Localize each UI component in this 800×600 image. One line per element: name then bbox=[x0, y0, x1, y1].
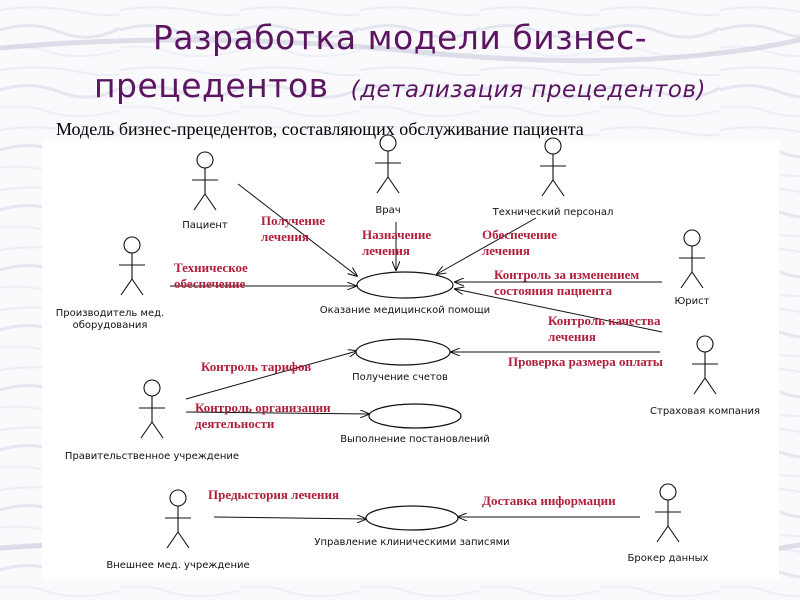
actor-doctor-icon bbox=[375, 134, 401, 194]
slide-title-sub: (детализация прецедентов) bbox=[350, 77, 707, 103]
relation-label-tech_staff-care: Обеспечение bbox=[482, 227, 557, 242]
use-case-care bbox=[356, 271, 454, 299]
relation-label-doctor-care: Назначение bbox=[362, 227, 431, 242]
relation-line-government-bills bbox=[185, 351, 357, 400]
relation-label-insurance-care: лечения bbox=[548, 329, 596, 344]
relation-label-government-bills: Контроль тарифов bbox=[201, 359, 311, 374]
relation-label-doctor-care: лечения bbox=[362, 243, 410, 258]
relation-label-broker-records: Доставка информации bbox=[482, 493, 616, 508]
actor-government-icon bbox=[139, 379, 165, 439]
relation-label-external-records: Предыстория лечения bbox=[208, 487, 339, 502]
actor-broker-icon bbox=[655, 483, 681, 543]
relation-line-government-orders bbox=[185, 412, 369, 414]
actor-patient-icon bbox=[192, 151, 218, 211]
actor-label-patient: Пациент bbox=[182, 220, 228, 231]
relation-label-manufacturer-care: Техническое bbox=[174, 260, 248, 275]
relation-label-patient-care: лечения bbox=[261, 229, 309, 244]
actor-tech_staff-icon bbox=[540, 137, 566, 197]
relation-line-external-records bbox=[213, 517, 366, 519]
relation-line-patient-care bbox=[237, 183, 357, 276]
use-case-records bbox=[365, 505, 459, 531]
actor-label-broker: Брокер данных bbox=[628, 553, 709, 564]
slide-title-line1: Разработка модели бизнес- bbox=[152, 18, 648, 57]
actor-label-insurance: Страховая компания bbox=[650, 406, 760, 417]
relation-label-patient-care: Получение bbox=[261, 213, 325, 228]
relation-line-insurance-care bbox=[455, 289, 663, 333]
actor-insurance-icon bbox=[692, 335, 718, 395]
slide-title-line2: прецедентов (детализация прецедентов) bbox=[0, 66, 800, 105]
diagram-caption: Модель бизнес-прецедентов, составляющих … bbox=[56, 119, 584, 139]
relation-label-manufacturer-care: обеспечение bbox=[174, 276, 246, 291]
actor-lawyer-icon bbox=[679, 229, 705, 289]
use-case-label-care: Оказание медицинской помощи bbox=[320, 305, 490, 316]
use-case-orders bbox=[368, 403, 462, 429]
relation-label-government-orders: Контроль организации bbox=[195, 400, 331, 415]
actor-external-icon bbox=[165, 489, 191, 549]
relation-label-tech_staff-care: лечения bbox=[482, 243, 530, 258]
use-case-bills bbox=[355, 338, 451, 366]
actor-label-government: Правительственное учреждение bbox=[65, 451, 239, 462]
actor-label-lawyer: Юрист bbox=[675, 296, 710, 307]
relation-label-lawyer-care: Контроль за изменением bbox=[494, 267, 639, 282]
relation-label-government-orders: деятельности bbox=[195, 416, 275, 431]
use-case-label-bills: Получение счетов bbox=[352, 372, 448, 383]
relation-line-tech_staff-care bbox=[437, 217, 537, 274]
actor-label-external: Внешнее мед. учреждение bbox=[106, 560, 249, 571]
use-case-label-orders: Выполнение постановлений bbox=[340, 434, 490, 445]
relation-label-insurance-bills: Проверка размера оплаты bbox=[508, 354, 663, 369]
relation-label-lawyer-care: состояния пациента bbox=[494, 283, 613, 298]
use-case-label-records: Управление клиническими записями bbox=[314, 537, 509, 548]
actor-label-manufacturer: Производитель мед. bbox=[56, 308, 164, 319]
slide-title-main: прецедентов bbox=[93, 66, 329, 105]
actor-manufacturer-icon bbox=[119, 236, 145, 296]
actor-label-tech_staff: Технический персонал bbox=[492, 207, 614, 218]
relation-label-insurance-care: Контроль качества bbox=[548, 313, 661, 328]
actor-label-manufacturer: оборудования bbox=[73, 320, 148, 331]
actor-label-doctor: Врач bbox=[375, 205, 400, 216]
